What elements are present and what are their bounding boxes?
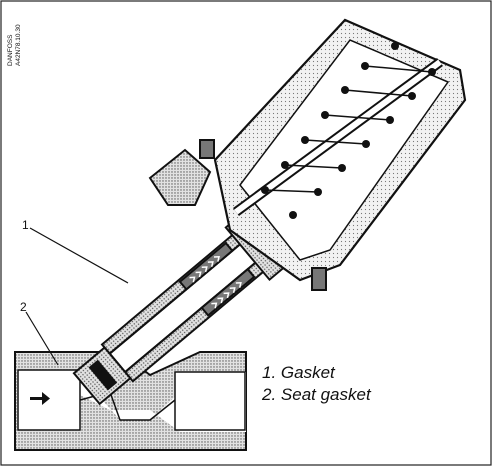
marker-circle [97, 367, 103, 373]
drawing-code: DANFOSS A42N78.10.30 [7, 24, 22, 66]
flow-arrow-icon [30, 392, 50, 405]
legend: 1. Gasket 2. Seat gasket [262, 362, 371, 406]
valve-body [14, 351, 247, 451]
callout-1-leader [29, 227, 129, 284]
callout-1: 1 [22, 218, 29, 232]
spring-lines [264, 65, 433, 193]
legend-item-seat-gasket: 2. Seat gasket [262, 385, 371, 404]
drawing-code-line2: A42N78.10.30 [15, 24, 22, 66]
legend-item-gasket: 1. Gasket [262, 363, 335, 382]
packing-chevrons [189, 255, 242, 309]
drawing-code-line1: DANFOSS [7, 34, 14, 66]
callout-2-leader [25, 311, 59, 366]
callout-2: 2 [20, 300, 27, 314]
pilot-port [148, 139, 327, 291]
actuator-housing [213, 18, 467, 282]
